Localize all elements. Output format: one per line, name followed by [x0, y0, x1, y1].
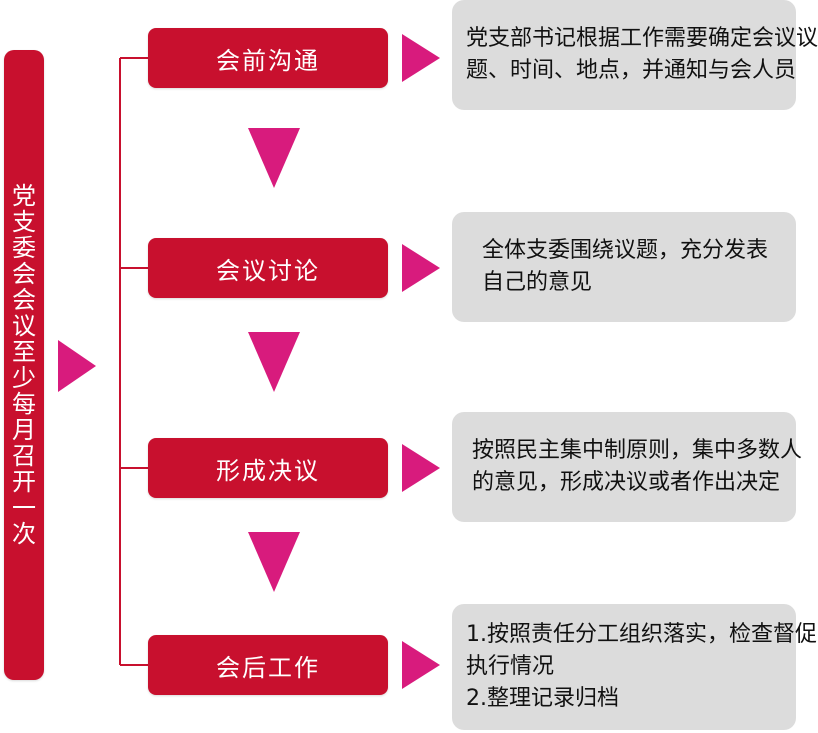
- step-2-desc-line-1: 全体支委围绕议题，充分发表: [482, 238, 769, 263]
- step-2-desc-line-2: 自己的意见: [482, 270, 593, 295]
- down-arrow-3-icon: [248, 532, 300, 592]
- step-4-arrow-icon: [402, 641, 440, 689]
- step-1-arrow-icon: [402, 34, 440, 82]
- step-3-description: 按照民主集中制原则，集中多数人 的意见，形成决议或者作出决定: [452, 412, 803, 522]
- meeting-frequency-bar: 党支委会会议至少每月召开一次: [4, 50, 44, 680]
- step-4-description: 1.按照责任分工组织落实，检查督促 执行情况 2.整理记录归档: [452, 604, 817, 730]
- down-arrow-2-icon: [248, 332, 300, 392]
- step-post-meeting-work: 会后工作: [148, 635, 388, 695]
- flow-connectors: [58, 34, 440, 689]
- side-arrow-icon: [58, 340, 96, 392]
- step-4-desc-line-1: 1.按照责任分工组织落实，检查督促: [466, 622, 817, 647]
- step-1-desc-line-1: 党支部书记根据工作需要确定会议议: [466, 26, 818, 51]
- step-meeting-discussion: 会议讨论: [148, 238, 388, 298]
- step-2-label: 会议讨论: [216, 256, 320, 285]
- step-3-desc-line-2: 的意见，形成决议或者作出决定: [472, 470, 781, 495]
- step-3-arrow-icon: [402, 444, 440, 492]
- bracket-lines: [119, 57, 148, 666]
- step-1-description: 党支部书记根据工作需要确定会议议 题、时间、地点，并通知与会人员: [452, 0, 818, 110]
- step-pre-meeting-communication: 会前沟通: [148, 28, 388, 88]
- step-4-desc-line-2: 执行情况: [466, 654, 555, 679]
- down-arrow-1-icon: [248, 128, 300, 188]
- step-4-desc-line-3: 2.整理记录归档: [466, 686, 619, 711]
- meeting-frequency-text: 党支委会会议至少每月召开一次: [12, 182, 36, 548]
- step-3-label: 形成决议: [216, 456, 320, 485]
- step-1-label: 会前沟通: [216, 46, 320, 75]
- step-1-desc-line-2: 题、时间、地点，并通知与会人员: [466, 58, 797, 83]
- step-3-desc-line-1: 按照民主集中制原则，集中多数人: [472, 438, 803, 463]
- step-4-label: 会后工作: [216, 653, 320, 682]
- step-2-description: 全体支委围绕议题，充分发表 自己的意见: [452, 212, 796, 322]
- step-2-arrow-icon: [402, 244, 440, 292]
- step-form-resolution: 形成决议: [148, 438, 388, 498]
